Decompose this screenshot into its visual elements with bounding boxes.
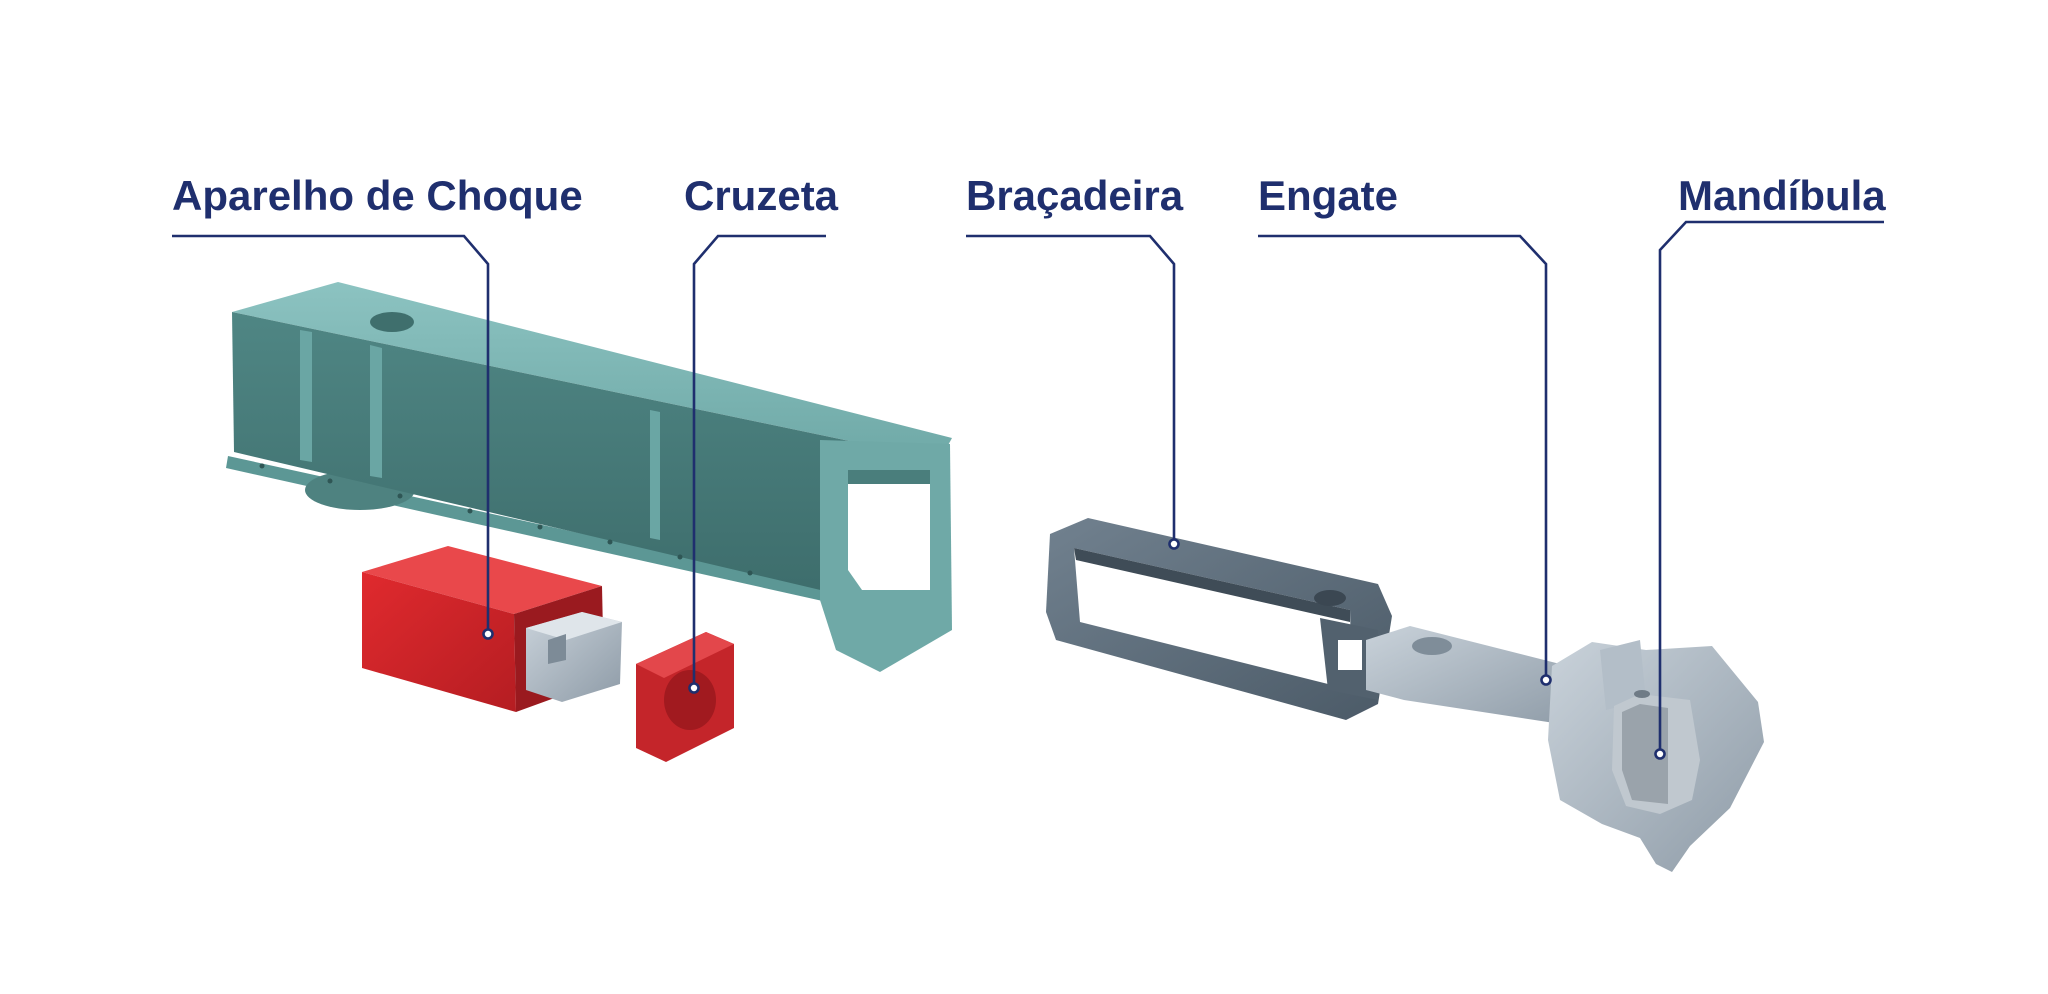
label-mandibula: Mandíbula [1678,172,1886,219]
callout-bracadeira: Braçadeira [966,172,1184,550]
callout-aparelho-de-choque: Aparelho de Choque [172,172,583,640]
leader-dot-cruzeta [688,682,700,694]
leader-dot-engate [1540,674,1552,686]
leader-dot-mandibula [1654,748,1666,760]
shock-absorber-unit [362,546,622,712]
leader-dot-bracadeira [1168,538,1180,550]
yoke-bracadeira [1046,518,1392,720]
leader-line-mandibula [1658,220,1884,754]
callout-cruzeta: Cruzeta [684,172,839,694]
label-bracadeira: Braçadeira [966,172,1184,219]
label-engate: Engate [1258,172,1398,219]
callout-engate: Engate [1258,172,1552,686]
leader-line-engate [1258,234,1548,680]
engate-coupler [1366,626,1764,872]
leader-line-cruzeta [692,234,826,688]
center-sill-frame [226,282,952,672]
label-aparelho-de-choque: Aparelho de Choque [172,172,583,219]
callout-mandibula: Mandíbula [1654,172,1886,760]
leader-line-aparelho [172,234,490,634]
label-cruzeta: Cruzeta [684,172,839,219]
cruzeta-plate [636,632,734,762]
leader-dot-aparelho [482,628,494,640]
leader-line-bracadeira [966,234,1176,544]
